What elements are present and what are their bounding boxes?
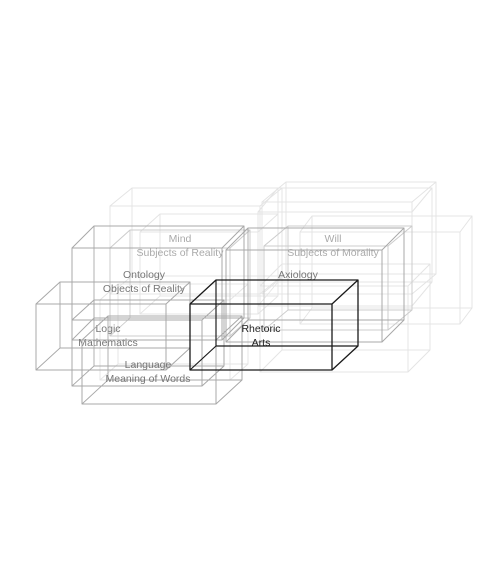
box-top-right-faces	[109, 187, 283, 295]
box-back-edges	[299, 216, 472, 325]
box-back-edges	[261, 182, 436, 295]
box-b6	[261, 181, 437, 295]
box-subtitle-label: Objects of Reality	[103, 283, 186, 295]
box-back-edges	[259, 264, 430, 373]
box-back-edges	[81, 316, 242, 405]
box-back-edges	[139, 214, 278, 315]
box-front-face	[71, 319, 203, 387]
box-b11: Axiology	[225, 227, 405, 343]
box-top-right-faces	[259, 263, 431, 373]
box-front-face	[35, 303, 167, 371]
box-back-edges	[71, 300, 224, 387]
box-top-right-faces	[261, 181, 437, 295]
box-back-edges	[99, 284, 248, 381]
box-subtitle-label: Meaning of Words	[105, 373, 190, 385]
box-subtitle-label: Arts	[252, 337, 271, 349]
box-top-right-faces	[81, 315, 243, 405]
box-back-edges	[109, 188, 282, 295]
box-front-face	[139, 231, 259, 315]
box-top-right-faces	[71, 299, 225, 387]
box-subtitle-label: Subjects of Reality	[137, 247, 225, 259]
box-back-edges	[225, 228, 404, 343]
box-title-label: Axiology	[278, 269, 318, 281]
box-top-right-faces	[225, 227, 405, 343]
box-front-face	[299, 231, 461, 325]
box-front-face	[225, 249, 383, 343]
box-title-label: Language	[125, 359, 172, 371]
box-title-label: Mind	[169, 233, 192, 245]
box-top-right-faces	[263, 225, 413, 331]
box-title-label: Rhetoric	[241, 323, 280, 335]
box-subtitle-label: Subjects of Morality	[287, 247, 379, 259]
box-b2	[299, 215, 473, 325]
box-top-right-faces	[109, 229, 251, 337]
box-title-label: Ontology	[123, 269, 166, 281]
box-b4	[139, 213, 279, 315]
box-title-label: Will	[325, 233, 342, 245]
box-top-right-faces	[299, 215, 473, 325]
box-front-face	[189, 303, 333, 371]
box-front-face	[263, 245, 389, 331]
box-back-edges	[189, 280, 358, 371]
box-front-face	[259, 285, 409, 373]
box-front-face	[81, 339, 217, 405]
box-top-right-faces	[139, 213, 279, 315]
box-top-right-faces	[189, 279, 359, 371]
box-b3	[259, 263, 431, 373]
box-b13	[71, 299, 225, 387]
box-top-right-faces	[71, 225, 245, 341]
